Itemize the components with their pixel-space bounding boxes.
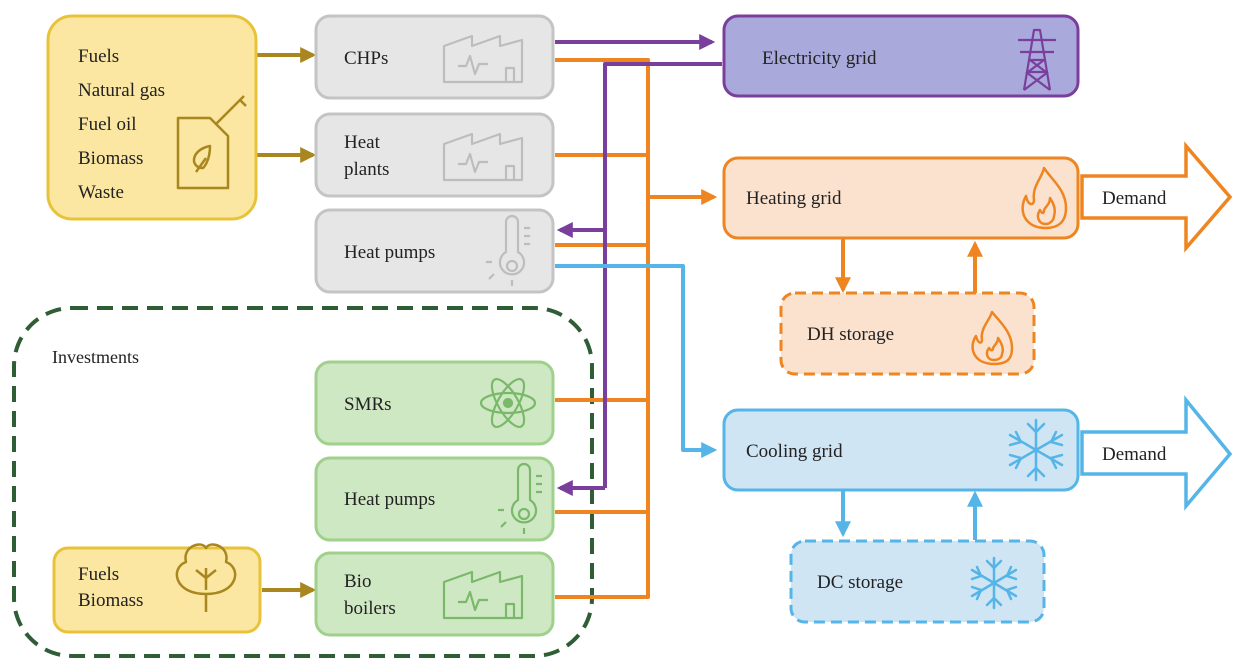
fuels-item: Biomass [78,148,143,169]
dh-storage-label: DH storage [807,324,894,345]
chp-box [314,14,555,100]
factory-icon [442,132,524,182]
cooling-grid-label: Cooling grid [746,441,843,462]
cooling-demand-label: Demand [1102,444,1167,465]
heating-demand-arrow [1080,141,1233,253]
heating-grid-label: Heating grid [746,188,842,209]
cooling-grid-box [722,408,1080,492]
tree-icon [175,543,237,612]
snowflake-icon [970,556,1018,610]
dh-storage-box [779,291,1036,376]
heat-flow-smrs [555,197,650,402]
bio-boilers-label: boilers [344,598,396,619]
heating-demand-label: Demand [1102,188,1167,209]
thermometer-icon [498,462,542,534]
heat-plants-label: Heat [344,132,381,153]
investments-region [12,306,594,658]
factory-icon [442,34,524,84]
fuels-item: Waste [78,182,124,203]
factory-icon [442,570,524,620]
smrs-label: SMRs [344,394,392,415]
flame-icon [1021,166,1068,230]
connectors [257,34,983,599]
fuels-item: Fuels [78,46,119,67]
inv-fuels-box [52,546,262,634]
fuels-item: Fuel oil [78,114,137,135]
investments-title: Investments [52,347,139,367]
inv-heat-pumps-label: Heat pumps [344,489,435,510]
heat-plants-label: plants [344,159,389,180]
inv-heat-pumps-box [314,456,555,542]
atom-icon [479,377,537,429]
snowflake-icon [1008,418,1064,482]
smrs-box [314,360,555,446]
bio-boilers-box [314,551,555,637]
chp-label: CHPs [344,48,388,69]
elec-flow-grid-down [603,62,722,488]
flame-icon [971,310,1014,366]
heat-flow-chp [555,58,650,197]
electricity-grid-label: Electricity grid [762,48,877,69]
fuels-item: Natural gas [78,80,165,101]
dc-storage-label: DC storage [817,572,903,593]
heat-flow-bio-boilers [555,400,650,599]
heating-grid-box [722,156,1080,240]
fuel-can-icon [176,95,247,190]
inv-fuels-label: Fuels [78,564,119,585]
bio-boilers-label: Bio [344,571,371,592]
dc-storage-box [789,539,1046,624]
cool-flow-heat-pumps [555,264,718,458]
heat-plants-box [314,112,555,198]
electricity-grid-box [722,14,1080,98]
thermometer-icon [486,214,530,286]
heat-pumps-label: Heat pumps [344,242,435,263]
inv-fuels-label: Biomass [78,590,143,611]
heat-pumps-box [314,208,555,294]
pylon-icon [1018,28,1056,91]
cooling-demand-arrow [1080,395,1233,511]
